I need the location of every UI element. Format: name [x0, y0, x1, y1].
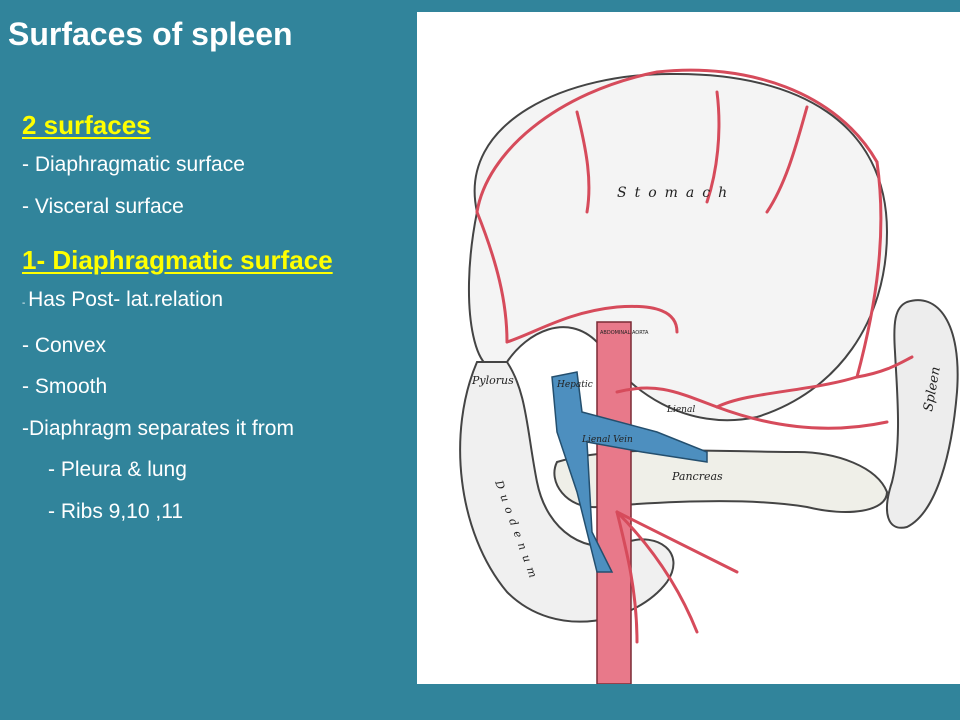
list-item: - Convex	[22, 333, 107, 357]
list-item: -Diaphragm separates it from	[22, 416, 294, 440]
list-item-text: Has Post- lat.relation	[28, 288, 224, 311]
text-content: 2 surfaces - Diaphragmatic surface - Vis…	[22, 106, 412, 532]
list-dash: -	[22, 298, 29, 309]
sub-list-item: - Ribs 9,10 ,11	[48, 499, 184, 523]
vein-shape	[551, 371, 708, 573]
lienal-vein-label: Lienal Vein	[581, 435, 633, 445]
pylorus-label: Pylorus	[471, 374, 514, 387]
list-item: - Has Post- lat.relation	[22, 279, 412, 325]
list-item: - Diaphragmatic surface	[22, 153, 245, 176]
stomach-label: Stomach	[617, 185, 735, 201]
sub-list-item: - Pleura & lung	[48, 458, 187, 481]
aorta-shape	[596, 321, 632, 684]
aorta-label: ABDOMINAL AORTA	[600, 330, 649, 336]
list-item: - Visceral surface	[22, 194, 184, 218]
pancreas-label: Pancreas	[671, 470, 723, 483]
artery-network	[475, 68, 914, 644]
hepatic-label: Hepatic	[556, 380, 593, 390]
list-item: - Smooth	[22, 375, 108, 398]
heading-2-surfaces: 2 surfaces	[22, 110, 151, 140]
stomach-shape	[468, 72, 889, 422]
heading-diaphragmatic-surface: 1- Diaphragmatic surface	[22, 245, 333, 275]
slide-title: Surfaces of spleen	[8, 16, 293, 52]
lienal-artery-label: Lienal	[666, 405, 695, 415]
anatomy-illustration: Stomach Spleen Pylorus Pancreas Duodenum…	[417, 12, 960, 684]
spleen-shape	[886, 299, 959, 529]
stomach-spleen-illustration: Stomach Spleen Pylorus Pancreas Duodenum…	[459, 68, 959, 684]
